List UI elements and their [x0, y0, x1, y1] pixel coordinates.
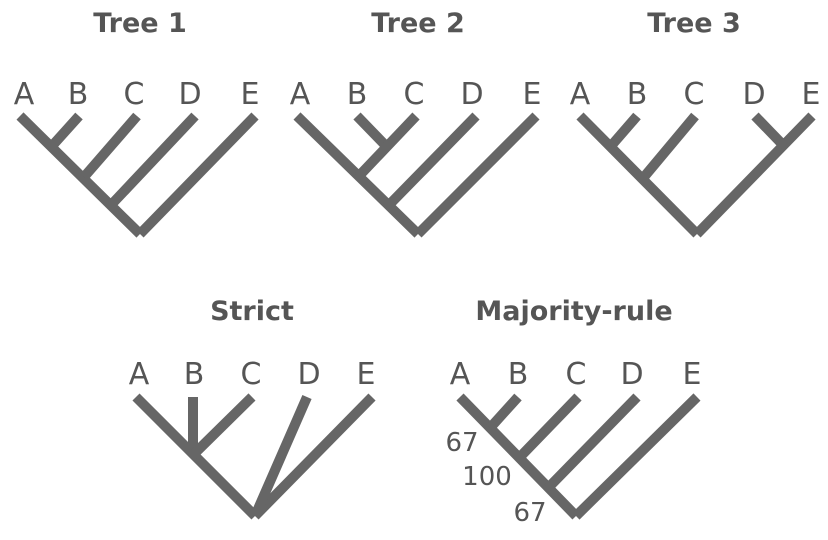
- tree1-title: Tree 1: [93, 8, 187, 39]
- tree3-branch-a: [576, 112, 701, 238]
- majority-branch-b: [486, 393, 522, 432]
- majority-tip-e: E: [683, 357, 702, 392]
- strict-branch-c: [189, 393, 256, 459]
- tree1-tip-a: A: [14, 77, 35, 112]
- majority-tip-b: B: [508, 357, 529, 392]
- tree2-branch-c: [354, 112, 420, 181]
- tree1-tip-c: C: [124, 77, 145, 112]
- strict-tip-e: E: [357, 357, 376, 392]
- tree2-tip-c: C: [404, 77, 425, 112]
- tree3-branch-b: [607, 112, 641, 150]
- strict-tip-c: C: [241, 357, 262, 392]
- majority-tip-c: C: [566, 357, 587, 392]
- tree3-branch-d: [751, 112, 788, 150]
- majority-title: Majority-rule: [475, 296, 672, 327]
- tree3-tip-a: A: [570, 77, 591, 112]
- tree1-branch-d: [107, 112, 199, 209]
- strict-consensus-panel: Strict A B C D E: [129, 296, 376, 520]
- tree3-tip-b: B: [627, 77, 648, 112]
- strict-tip-b: B: [184, 357, 205, 392]
- majority-support-abc: 100: [462, 462, 512, 492]
- majority-rule-consensus-panel: Majority-rule A B C D E 67 100 67: [445, 296, 701, 528]
- strict-tip-d: D: [297, 357, 320, 392]
- tree2-panel: Tree 2 A B C D E: [290, 8, 542, 238]
- tree3-panel: Tree 3 A B C D E: [570, 8, 821, 238]
- tree1-panel: Tree 1 A B C D E: [14, 8, 260, 238]
- tree1-tip-b: B: [68, 77, 89, 112]
- tree3-branch-c: [640, 112, 699, 181]
- majority-support-ab: 67: [445, 428, 478, 458]
- tree3-tip-e: E: [802, 77, 821, 112]
- tree1-branch-a: [16, 112, 144, 238]
- tree2-title: Tree 2: [371, 8, 465, 39]
- strict-branch-d: [250, 394, 312, 519]
- majority-tip-a: A: [450, 357, 471, 392]
- tree1-branch-b: [48, 112, 83, 150]
- strict-branch-e: [251, 393, 376, 520]
- tree3-tip-d: D: [742, 77, 765, 112]
- tree2-tip-d: D: [460, 77, 483, 112]
- strict-tip-a: A: [129, 357, 150, 392]
- majority-branch-e: [572, 393, 701, 520]
- strict-title: Strict: [210, 296, 294, 327]
- tree1-tip-e: E: [241, 77, 260, 112]
- majority-branch-d: [544, 393, 641, 492]
- majority-tip-d: D: [620, 357, 643, 392]
- tree2-branch-b: [353, 112, 390, 150]
- tree2-tip-b: B: [347, 77, 368, 112]
- tree3-tip-c: C: [684, 77, 705, 112]
- tree1-branch-e: [136, 112, 259, 238]
- majority-branch-c: [515, 393, 582, 462]
- tree3-branch-de: [693, 112, 816, 238]
- tree2-tip-a: A: [290, 77, 311, 112]
- tree1-tip-d: D: [178, 77, 201, 112]
- tree2-branch-d: [385, 112, 480, 209]
- majority-support-abcd: 67: [513, 498, 546, 528]
- tree2-tip-e: E: [523, 77, 542, 112]
- tree3-title: Tree 3: [647, 8, 741, 39]
- tree2-branch-e: [414, 112, 540, 238]
- tree1-branch-c: [80, 112, 141, 181]
